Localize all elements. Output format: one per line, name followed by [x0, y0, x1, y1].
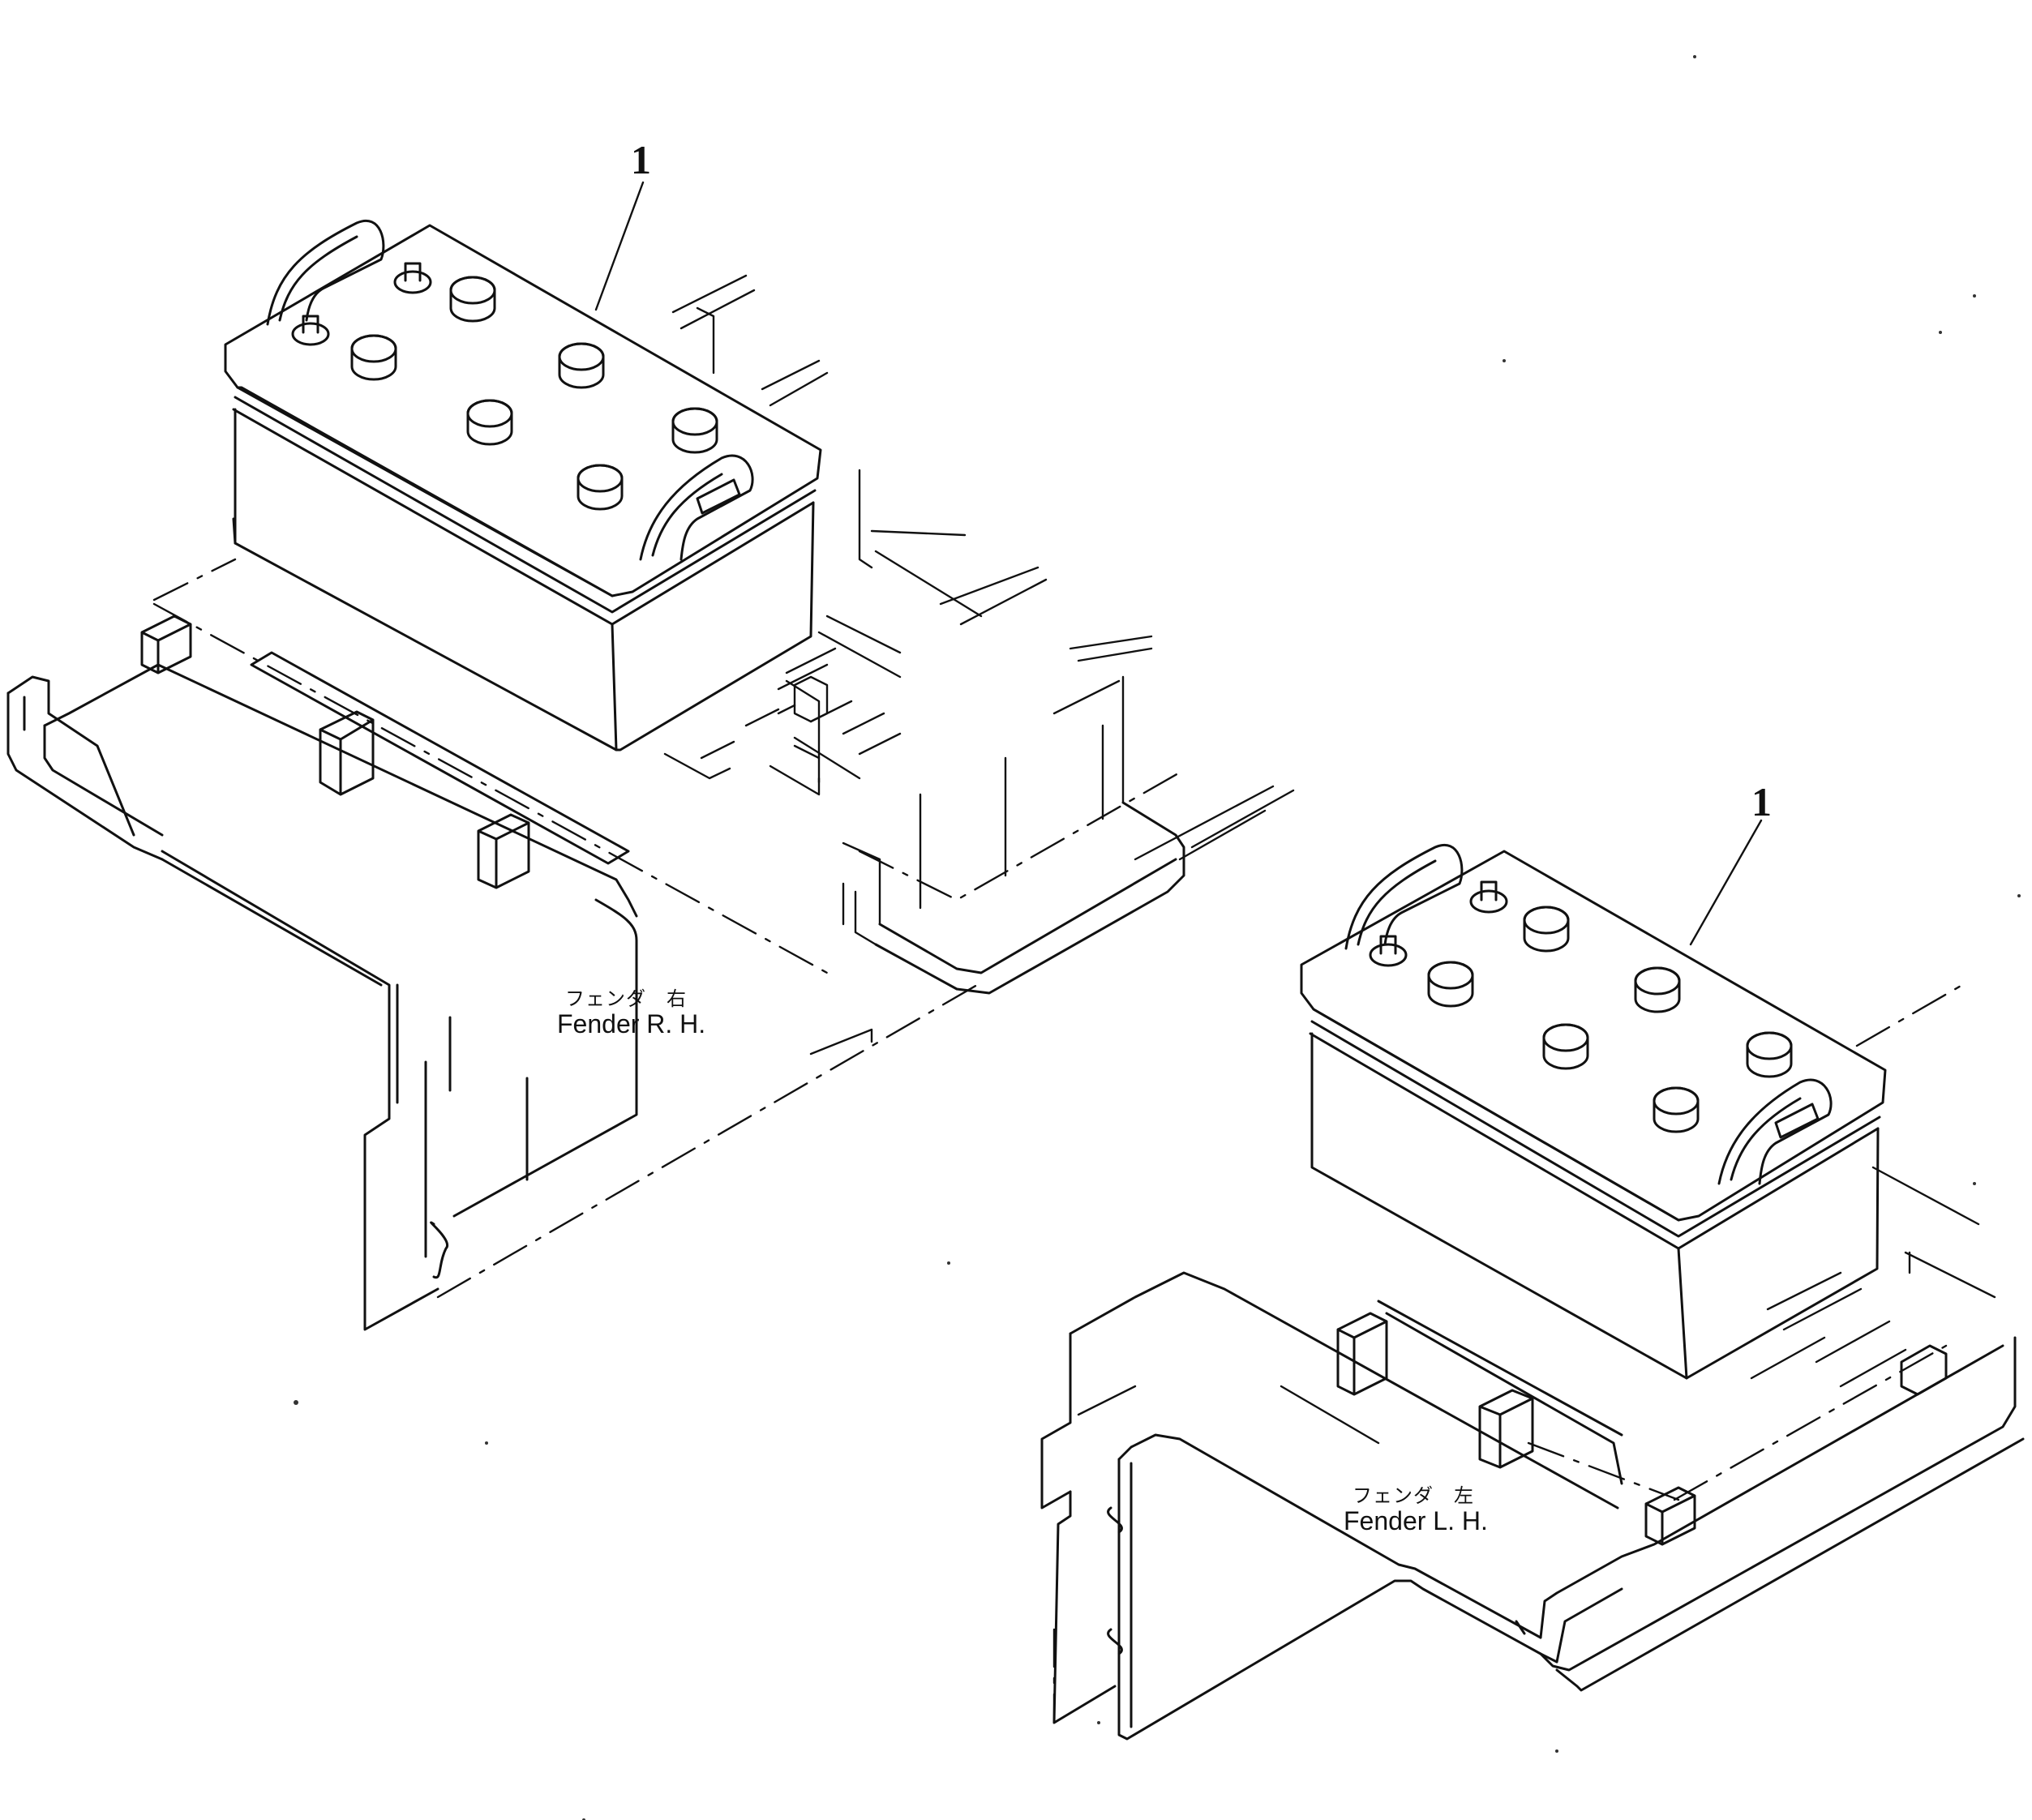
- frame-left: [663, 274, 1267, 995]
- fender-left-hand: [1040, 983, 2025, 1741]
- fender-lh-japanese-label: フェンダ 左: [1353, 1484, 1474, 1507]
- battery-left-side: [1300, 844, 1887, 1380]
- callout-number-1-right: 1: [1751, 779, 1772, 824]
- leader-line-left: [594, 181, 645, 311]
- fender-lh-english-label: Fender L. H.: [1344, 1506, 1488, 1535]
- fender-right-hand: [6, 558, 1295, 1331]
- cell-caps: [350, 276, 718, 511]
- scan-specks: [294, 55, 2021, 1820]
- battery-right-side: [224, 220, 822, 752]
- fender-rh-english-label: Fender R. H.: [557, 1009, 706, 1038]
- callout-number-1-left: 1: [631, 137, 651, 182]
- cell-caps: [1427, 906, 1793, 1133]
- leader-line-right: [1689, 819, 1763, 946]
- fender-rh-japanese-label: フェンダ 右: [565, 987, 687, 1010]
